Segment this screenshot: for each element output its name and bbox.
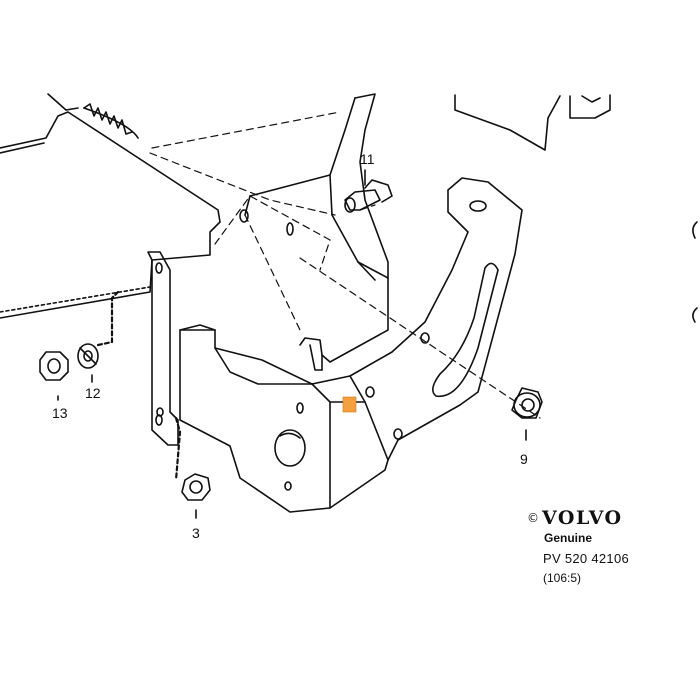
callout-3: 3	[192, 525, 200, 541]
main-bracket	[147, 177, 523, 513]
upper-bracket	[239, 93, 389, 371]
part-3-nut	[174, 416, 211, 519]
highlight-marker	[342, 396, 357, 413]
part-13-nut	[39, 351, 69, 401]
part-12-washer	[77, 290, 120, 383]
upper-right-fragment	[454, 94, 611, 151]
callout-11: 11	[360, 151, 375, 167]
part-11-pin	[344, 169, 393, 213]
brand-block: © VOLVO Genuine PV 520 42106 (106:5)	[527, 505, 697, 585]
part-number: PV 520 42106	[543, 551, 630, 566]
callout-12: 12	[85, 385, 101, 401]
part-9-nut	[511, 387, 543, 441]
reference-code: (106:5)	[543, 571, 582, 585]
callout-13: 13	[52, 405, 68, 421]
genuine-label: Genuine	[544, 531, 593, 545]
copyright-symbol: ©	[527, 511, 539, 525]
spring	[83, 103, 139, 139]
pedal-plate	[0, 93, 221, 319]
brand-name: VOLVO	[542, 507, 623, 529]
guide-lines	[149, 111, 541, 419]
brand-line: © VOLVO	[527, 505, 697, 531]
callout-9: 9	[520, 451, 528, 467]
